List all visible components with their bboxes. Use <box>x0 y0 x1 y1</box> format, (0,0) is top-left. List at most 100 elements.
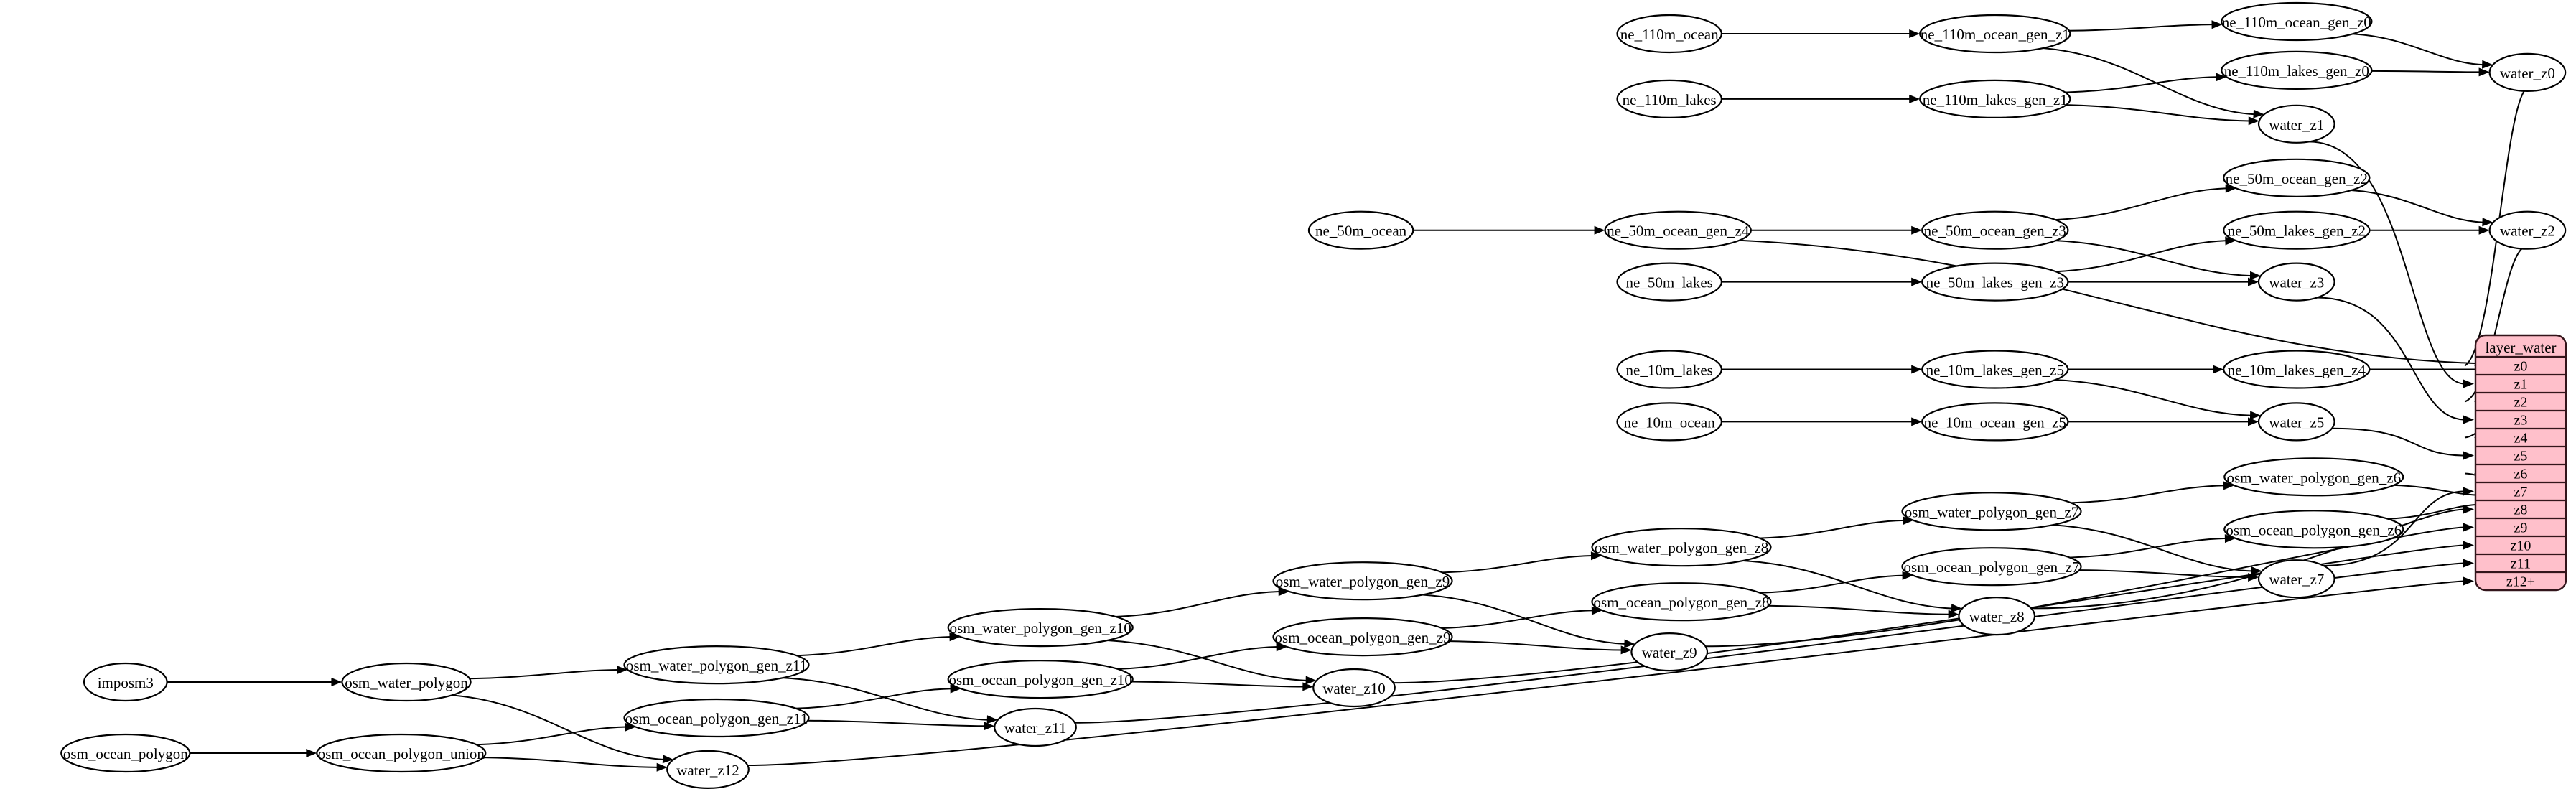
edge-arrowhead <box>1590 551 1602 561</box>
node-ellipse <box>2223 510 2404 549</box>
graph-node-ne_110m_ocean_gen_z0[interactable]: ne_110m_ocean_gen_z0 <box>2221 1 2373 42</box>
layer-water-row-z1[interactable] <box>2475 375 2566 393</box>
graph-edge <box>795 688 952 709</box>
node-ellipse <box>1921 350 2069 389</box>
graph-edge <box>2317 297 2465 421</box>
graph-node-osm_water_polygon[interactable]: osm_water_polygon <box>341 662 472 702</box>
graph-node-ne_10m_ocean_gen_z5[interactable]: ne_10m_ocean_gen_z5 <box>1921 402 2069 442</box>
node-layer: imposm3 osm_ocean_polygon osm_water_polygo… <box>60 1 2567 789</box>
graph-node-osm_ocean_polygon_gen_z7[interactable]: osm_ocean_polygon_gen_z7 <box>1901 547 2082 587</box>
graph-node-osm_ocean_polygon_gen_z10[interactable]: osm_ocean_polygon_gen_z10 <box>947 659 1134 699</box>
graph-node-ne_110m_ocean_gen_z1[interactable]: ne_110m_ocean_gen_z1 <box>1919 14 2071 54</box>
graph-node-osm_ocean_polygon_gen_z11[interactable]: osm_ocean_polygon_gen_z11 <box>623 698 810 738</box>
graph-node-osm_water_polygon_gen_z8[interactable]: osm_water_polygon_gen_z8 <box>1591 528 1772 567</box>
graph-node-osm_ocean_polygon[interactable]: osm_ocean_polygon <box>60 733 191 773</box>
layer-water-row-z10[interactable] <box>2475 536 2566 554</box>
graph-node-ne_10m_ocean[interactable]: ne_10m_ocean <box>1616 402 1722 442</box>
graph-node-ne_50m_lakes[interactable]: ne_50m_lakes <box>1616 262 1722 302</box>
layer-water-row-z7[interactable] <box>2475 482 2566 500</box>
graph-node-ne_50m_lakes_gen_z3[interactable]: ne_50m_lakes_gen_z3 <box>1921 262 2069 302</box>
graph-node-ne_10m_lakes_gen_z4[interactable]: ne_10m_lakes_gen_z4 <box>2223 350 2371 389</box>
graph-node-osm_water_polygon_gen_z9[interactable]: osm_water_polygon_gen_z9 <box>1272 561 1453 601</box>
edge-arrowhead <box>1591 606 1602 615</box>
edge-arrowhead <box>1909 29 1921 38</box>
edge-arrowhead <box>2463 451 2474 460</box>
edge-arrowhead <box>2463 523 2474 532</box>
node-ellipse <box>2488 210 2567 250</box>
layer-water-row-z0[interactable] <box>2475 357 2566 375</box>
graph-edge <box>1739 239 2483 365</box>
graph-node-ne_110m_lakes_gen_z0[interactable]: ne_110m_lakes_gen_z0 <box>2221 50 2373 90</box>
graph-node-water_z2[interactable]: water_z2 <box>2488 210 2567 250</box>
edge-arrowhead <box>2463 379 2474 388</box>
graph-node-ne_10m_lakes_gen_z5[interactable]: ne_10m_lakes_gen_z5 <box>1921 350 2069 389</box>
graph-edge <box>1759 519 1905 539</box>
layer-water-row-z8[interactable] <box>2475 500 2566 518</box>
graph-node-water_z5[interactable]: water_z5 <box>2257 402 2335 442</box>
graph-node-ne_50m_ocean[interactable]: ne_50m_ocean <box>1307 210 1414 250</box>
graph-node-ne_110m_lakes_gen_z1[interactable]: ne_110m_lakes_gen_z1 <box>1919 79 2071 118</box>
graph-node-water_z9[interactable]: water_z9 <box>1630 632 1709 672</box>
edge-arrowhead <box>1278 587 1289 597</box>
layer-water-table[interactable]: layer_waterz0z1z2z3z4z5z6z7z8z9z10z11z12… <box>2474 334 2567 592</box>
graph-node-osm_ocean_polygon_union[interactable]: osm_ocean_polygon_union <box>316 733 487 773</box>
graph-node-osm_water_polygon_gen_z7[interactable]: osm_water_polygon_gen_z7 <box>1901 492 2082 531</box>
graph-node-osm_ocean_polygon_gen_z9[interactable]: osm_ocean_polygon_gen_z9 <box>1272 617 1453 657</box>
edge-arrowhead <box>1302 682 1314 691</box>
node-ellipse <box>2221 50 2373 90</box>
graph-node-water_z8[interactable]: water_z8 <box>1958 596 2036 636</box>
graph-node-water_z10[interactable]: water_z10 <box>1312 668 1396 708</box>
edge-arrowhead <box>1305 676 1317 685</box>
edge-arrowhead <box>306 749 317 757</box>
graph-edge <box>1117 646 1278 670</box>
edge-arrowhead <box>625 722 636 732</box>
edge-arrowhead <box>2248 417 2259 426</box>
graph-node-ne_50m_ocean_gen_z4[interactable]: ne_50m_ocean_gen_z4 <box>1604 210 1752 250</box>
graph-node-water_z12[interactable]: water_z12 <box>666 750 750 789</box>
layer-water-row-z11[interactable] <box>2475 554 2566 572</box>
graph-edge <box>2308 141 2465 385</box>
graph-edge <box>1760 574 1904 594</box>
layer-water-row-z5[interactable] <box>2475 447 2566 464</box>
graph-node-osm_ocean_polygon_gen_z8[interactable]: osm_ocean_polygon_gen_z8 <box>1591 582 1772 622</box>
node-ellipse <box>1591 582 1772 622</box>
graph-edge <box>2371 70 2481 73</box>
graph-node-water_z3[interactable]: water_z3 <box>2257 262 2335 302</box>
graph-node-ne_10m_lakes[interactable]: ne_10m_lakes <box>1616 350 1722 389</box>
node-ellipse <box>1616 262 1722 302</box>
graph-node-ne_50m_lakes_gen_z2[interactable]: ne_50m_lakes_gen_z2 <box>2223 210 2371 250</box>
layer-water-row-z6[interactable] <box>2475 464 2566 482</box>
graph-node-water_z0[interactable]: water_z0 <box>2488 52 2567 93</box>
layer-water-row-z12+[interactable] <box>2475 572 2566 590</box>
graph-node-imposm3[interactable]: imposm3 <box>83 662 168 702</box>
graph-node-water_z1[interactable]: water_z1 <box>2257 104 2335 144</box>
layer-water-row-z4[interactable] <box>2475 429 2566 447</box>
graph-edge <box>2053 524 2253 572</box>
graph-node-osm_water_polygon_gen_z11[interactable]: osm_water_polygon_gen_z11 <box>623 645 810 685</box>
graph-edge <box>2031 508 2465 610</box>
edge-arrowhead <box>2463 505 2474 514</box>
graph-node-osm_ocean_polygon_gen_z6[interactable]: osm_ocean_polygon_gen_z6 <box>2223 510 2404 549</box>
edge-arrowhead <box>2253 109 2264 118</box>
graph-edge <box>2065 76 2218 93</box>
graph-node-osm_water_polygon_gen_z10[interactable]: osm_water_polygon_gen_z10 <box>947 607 1134 648</box>
graph-node-ne_50m_ocean_gen_z3[interactable]: ne_50m_ocean_gen_z3 <box>1921 210 2069 250</box>
edge-arrowhead <box>2225 236 2236 246</box>
edge-arrowhead <box>2482 218 2493 227</box>
node-ellipse <box>1616 402 1722 442</box>
graph-node-water_z11[interactable]: water_z11 <box>994 707 1077 747</box>
layer-water-row-z2[interactable] <box>2475 393 2566 411</box>
edge-arrowhead <box>1951 604 1962 613</box>
layer-water-row-z3[interactable] <box>2475 411 2566 429</box>
graph-edge <box>1115 591 1280 617</box>
graph-edge <box>783 677 989 721</box>
graph-node-osm_water_polygon_gen_z6[interactable]: osm_water_polygon_gen_z6 <box>2223 457 2404 497</box>
graph-node-water_z7[interactable]: water_z7 <box>2257 559 2335 599</box>
node-ellipse <box>1616 350 1722 389</box>
graph-node-ne_50m_ocean_gen_z2[interactable]: ne_50m_ocean_gen_z2 <box>2223 158 2371 197</box>
layer-water-row-z9[interactable] <box>2475 518 2566 536</box>
node-ellipse <box>2223 158 2371 197</box>
graph-node-ne_110m_lakes[interactable]: ne_110m_lakes <box>1616 79 1722 118</box>
edge-arrowhead <box>1911 365 1923 374</box>
graph-node-ne_110m_ocean[interactable]: ne_110m_ocean <box>1616 14 1722 54</box>
